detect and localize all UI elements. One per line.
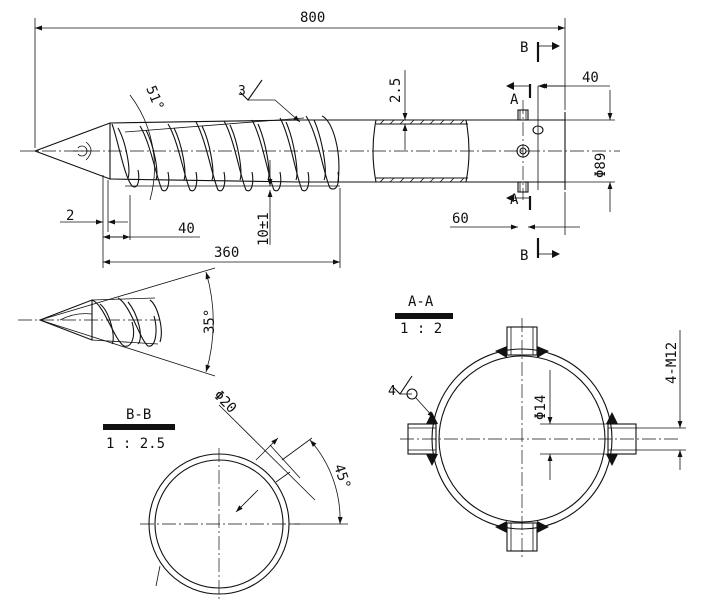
dim-end-offset: 60 xyxy=(452,211,469,227)
roughness-detail-value: 4 xyxy=(388,384,396,399)
tip-detail-view: 35° xyxy=(18,267,218,377)
section-a-bottom-label: A xyxy=(510,192,519,208)
dim-wall-thickness: 2.5 xyxy=(388,78,404,103)
pipe-section-cutaway xyxy=(372,119,470,183)
dim-flight-angle: 45° xyxy=(330,462,353,491)
dim-overall-length: 800 xyxy=(300,10,325,26)
roughness-symbol-detail: 4 xyxy=(388,375,435,419)
section-bb-scale: 1 : 2.5 xyxy=(106,436,165,452)
section-bb-marker: B B xyxy=(520,40,560,264)
dim-flight-length: 360 xyxy=(214,245,239,261)
section-aa-view: A-A 1 : 2 Φ14 4 xyxy=(388,294,686,560)
roughness-main-value: 3 xyxy=(238,84,246,99)
dim-flight-bar-diameter: Φ20 xyxy=(210,388,239,417)
section-aa-title: A-A xyxy=(408,294,434,310)
section-aa-marker: A A xyxy=(506,82,532,210)
section-aa-title-bar xyxy=(395,313,453,319)
dim-pipe-diameter: Φ89 xyxy=(593,153,609,178)
section-a-top-label: A xyxy=(510,92,519,108)
section-bb-title-bar xyxy=(103,424,175,430)
end-bolts xyxy=(516,100,544,200)
dim-bolt-spec: 4-M12 xyxy=(664,342,680,384)
dim-tip-angle: 35° xyxy=(202,309,218,334)
section-bb-title: B-B xyxy=(126,407,151,423)
main-view: 800 B B A A 40 xyxy=(20,10,620,268)
screw-tip xyxy=(33,122,111,180)
aa-bosses xyxy=(407,326,637,552)
dim-pitch-tolerance: 10±1 xyxy=(256,212,272,246)
section-b-bottom-label: B xyxy=(520,248,528,264)
section-bb-view: B-B 1 : 2.5 Φ20 45° xyxy=(103,388,353,600)
dim-tip-to-flight: 40 xyxy=(178,221,195,237)
dim-top-right: 40 xyxy=(582,70,599,86)
dim-bolt-hole: Φ14 xyxy=(533,395,549,420)
section-aa-scale: 1 : 2 xyxy=(400,321,442,337)
roughness-symbol-main: 3 xyxy=(238,79,301,123)
dim-tip-gap: 2 xyxy=(66,208,74,224)
dim-thread-angle: 51° xyxy=(142,84,166,113)
section-b-top-label: B xyxy=(520,40,528,56)
helix-flights xyxy=(111,115,340,192)
